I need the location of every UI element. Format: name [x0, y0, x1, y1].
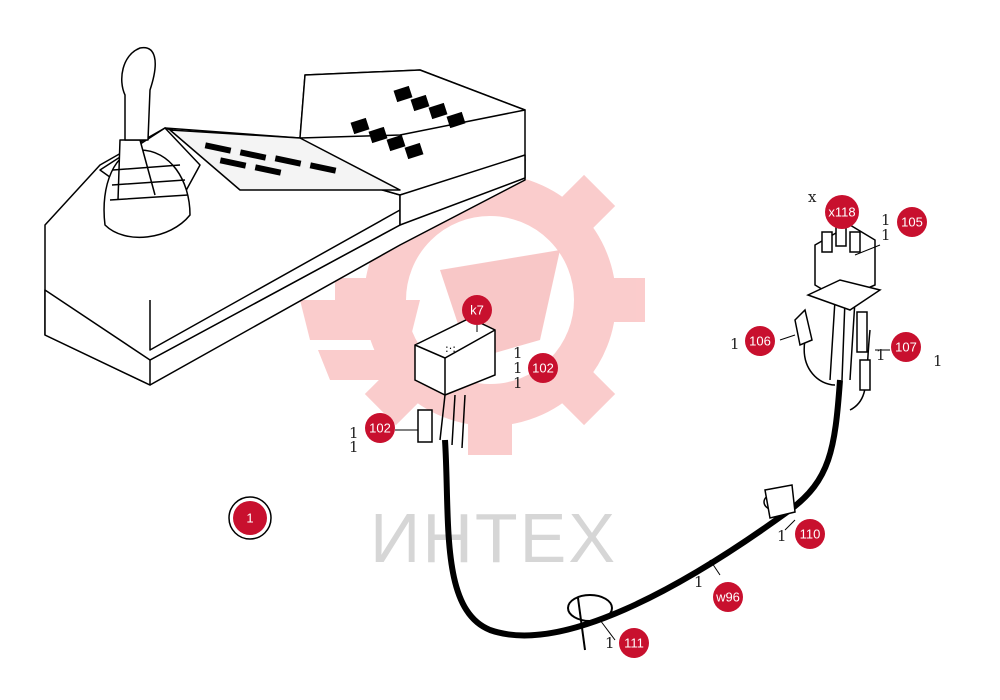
callout-badge-icon: [713, 582, 743, 612]
watermark-text: ИНТЕХ: [370, 499, 617, 577]
callout-111[interactable]: 111: [619, 628, 649, 658]
callout-badge-icon: [619, 628, 649, 658]
callout-105[interactable]: 105: [897, 207, 927, 237]
callout-106[interactable]: 106: [745, 326, 775, 356]
callout-badge-icon: [891, 332, 921, 362]
callout-w96[interactable]: w96: [713, 582, 743, 612]
cable-tie-111: [567, 594, 613, 651]
callout-label: 105: [901, 215, 923, 230]
callout-110[interactable]: 110: [795, 519, 825, 549]
svg-text:x: x: [808, 188, 817, 206]
callout-label: 102: [532, 361, 554, 376]
svg-text:1: 1: [349, 424, 359, 442]
svg-text:1: 1: [513, 344, 523, 362]
terminal-107: [856, 311, 871, 391]
callout-label: x118: [828, 205, 855, 220]
main-part-callout[interactable]: 1: [228, 496, 272, 540]
svg-text:1: 1: [881, 211, 891, 229]
callout-107[interactable]: 107: [891, 332, 921, 362]
callout-label: 102: [369, 421, 391, 436]
main-part-label: 1: [246, 511, 253, 526]
callout-k7[interactable]: k7: [462, 295, 492, 325]
callout-badge-icon: [745, 326, 775, 356]
callout-badge-icon: [528, 353, 558, 383]
svg-text:1: 1: [513, 359, 523, 377]
callout-label: 107: [895, 340, 917, 355]
svg-text::·:: :·:: [445, 342, 456, 355]
callout-label: w96: [715, 590, 740, 605]
plug-102: [417, 409, 433, 443]
callout-badge-icon: [365, 413, 395, 443]
clip-110: [763, 484, 796, 519]
terminal-106: [794, 308, 813, 347]
callout-102a[interactable]: 102: [528, 353, 558, 383]
svg-text:1: 1: [513, 374, 523, 392]
callout-label: 106: [749, 334, 771, 349]
leader-lines: [395, 244, 890, 641]
svg-text:1: 1: [876, 346, 886, 364]
callout-badge-icon: [795, 519, 825, 549]
callout-badge-icon: [462, 295, 492, 325]
svg-text:1: 1: [933, 352, 943, 370]
svg-text:1: 1: [777, 527, 787, 545]
callout-102b[interactable]: 102: [365, 413, 395, 443]
circle-callout-icon: [233, 501, 267, 535]
callout-x118[interactable]: x118: [825, 195, 859, 229]
control-console: [44, 46, 526, 386]
callout-label: k7: [470, 303, 484, 318]
svg-text:1: 1: [881, 226, 891, 244]
callout-badge-icon: [825, 195, 859, 229]
svg-text:1: 1: [694, 573, 704, 591]
callout-label: 111: [624, 636, 644, 651]
svg-text:1: 1: [349, 438, 359, 456]
svg-text:1: 1: [605, 634, 615, 652]
callout-badge-icon: [897, 207, 927, 237]
callout-label: 110: [800, 527, 821, 542]
connector-105: [806, 224, 882, 311]
wiring-harness: [439, 299, 871, 639]
svg-text:1: 1: [730, 335, 740, 353]
connector-k7: :·:: [414, 317, 496, 396]
